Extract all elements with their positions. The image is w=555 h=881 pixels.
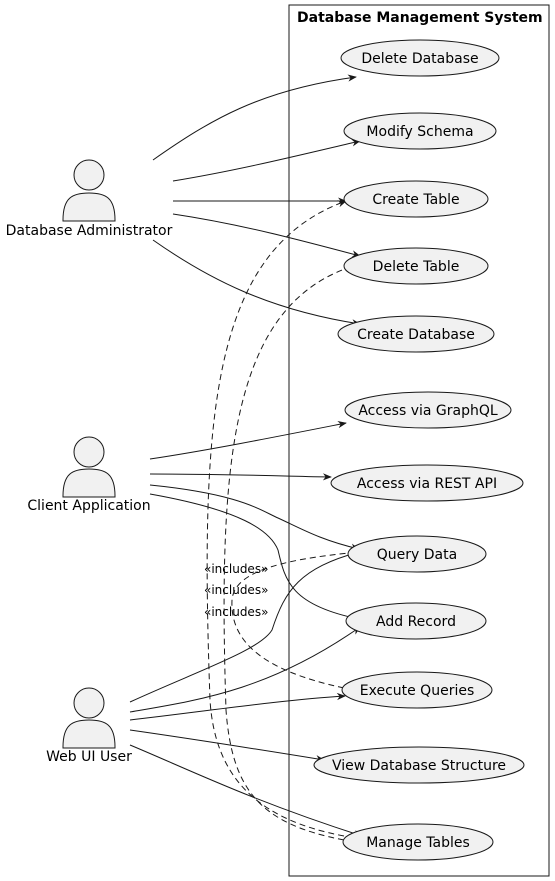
svg-text:Execute Queries: Execute Queries [360,683,475,699]
assoc-dba-create-database [152,239,361,327]
system-title: Database Management System [297,10,543,26]
include-label-3: «includes» [204,605,268,619]
svg-text:Add Record: Add Record [376,614,456,630]
svg-text:Access via REST API: Access via REST API [357,476,497,492]
person-icon [62,159,116,222]
include-relations [206,200,361,841]
svg-text:Database Administrator: Database Administrator [6,223,173,239]
svg-text:Create Database: Create Database [357,327,475,343]
use-case-modify-schema: Modify Schema [343,112,497,150]
use-case-create-database: Create Database [337,315,495,353]
assoc-web-query [129,550,360,703]
svg-text:Modify Schema: Modify Schema [366,124,473,140]
use-case-create-table: Create Table [343,180,489,218]
svg-text:Create Table: Create Table [372,192,459,208]
assoc-web-view-structure [129,729,325,763]
use-case-delete-database: Delete Database [340,39,500,77]
include-execute-queries-query-data [231,549,361,689]
use-cases: Delete Database Modify Schema Create Tab… [313,39,525,861]
include-manage-tables-delete-table [223,262,361,841]
actor-database-administrator: Database Administrator [6,159,173,239]
use-case-query-data: Query Data [347,535,487,573]
actors: Database Administrator Client Applicatio… [6,159,173,765]
use-case-execute-queries: Execute Queries [341,671,493,709]
actor-web-ui-user: Web UI User [46,687,132,765]
system-boundary: Database Management System [288,4,550,877]
include-manage-tables-create-table [206,200,347,837]
assoc-client-query [149,484,360,551]
svg-text:Manage Tables: Manage Tables [366,835,470,851]
assoc-dba-delete-database [152,74,357,161]
assoc-client-graphql [149,421,347,460]
use-case-access-graphql: Access via GraphQL [344,391,512,429]
use-case-add-record: Add Record [345,602,487,640]
assoc-web-manage-tables [129,744,363,837]
assoc-web-add-record [129,626,361,713]
use-case-delete-table: Delete Table [343,247,489,285]
use-case-view-structure: View Database Structure [313,746,525,784]
assoc-client-add-record [149,493,360,621]
include-labels: «includes» «includes» «includes» [204,562,268,619]
include-label-2: «includes» [204,583,268,597]
person-icon [62,687,116,749]
person-icon [62,436,116,498]
associations [129,74,363,837]
svg-text:Client Application: Client Application [27,498,150,514]
svg-text:Delete Table: Delete Table [373,259,460,275]
svg-text:View Database Structure: View Database Structure [332,758,506,774]
use-case-access-rest-api: Access via REST API [330,464,524,502]
svg-text:Access via GraphQL: Access via GraphQL [358,403,498,419]
assoc-dba-modify-schema [172,139,361,182]
svg-text:Delete Database: Delete Database [361,51,478,67]
svg-text:Web UI User: Web UI User [46,749,132,765]
use-case-manage-tables: Manage Tables [342,823,494,861]
assoc-web-execute-queries [129,692,346,721]
include-label-1: «includes» [204,562,268,576]
assoc-client-rest [149,473,332,481]
svg-text:Query Data: Query Data [377,547,457,563]
assoc-dba-delete-table [172,213,361,258]
actor-client-application: Client Application [27,436,151,514]
